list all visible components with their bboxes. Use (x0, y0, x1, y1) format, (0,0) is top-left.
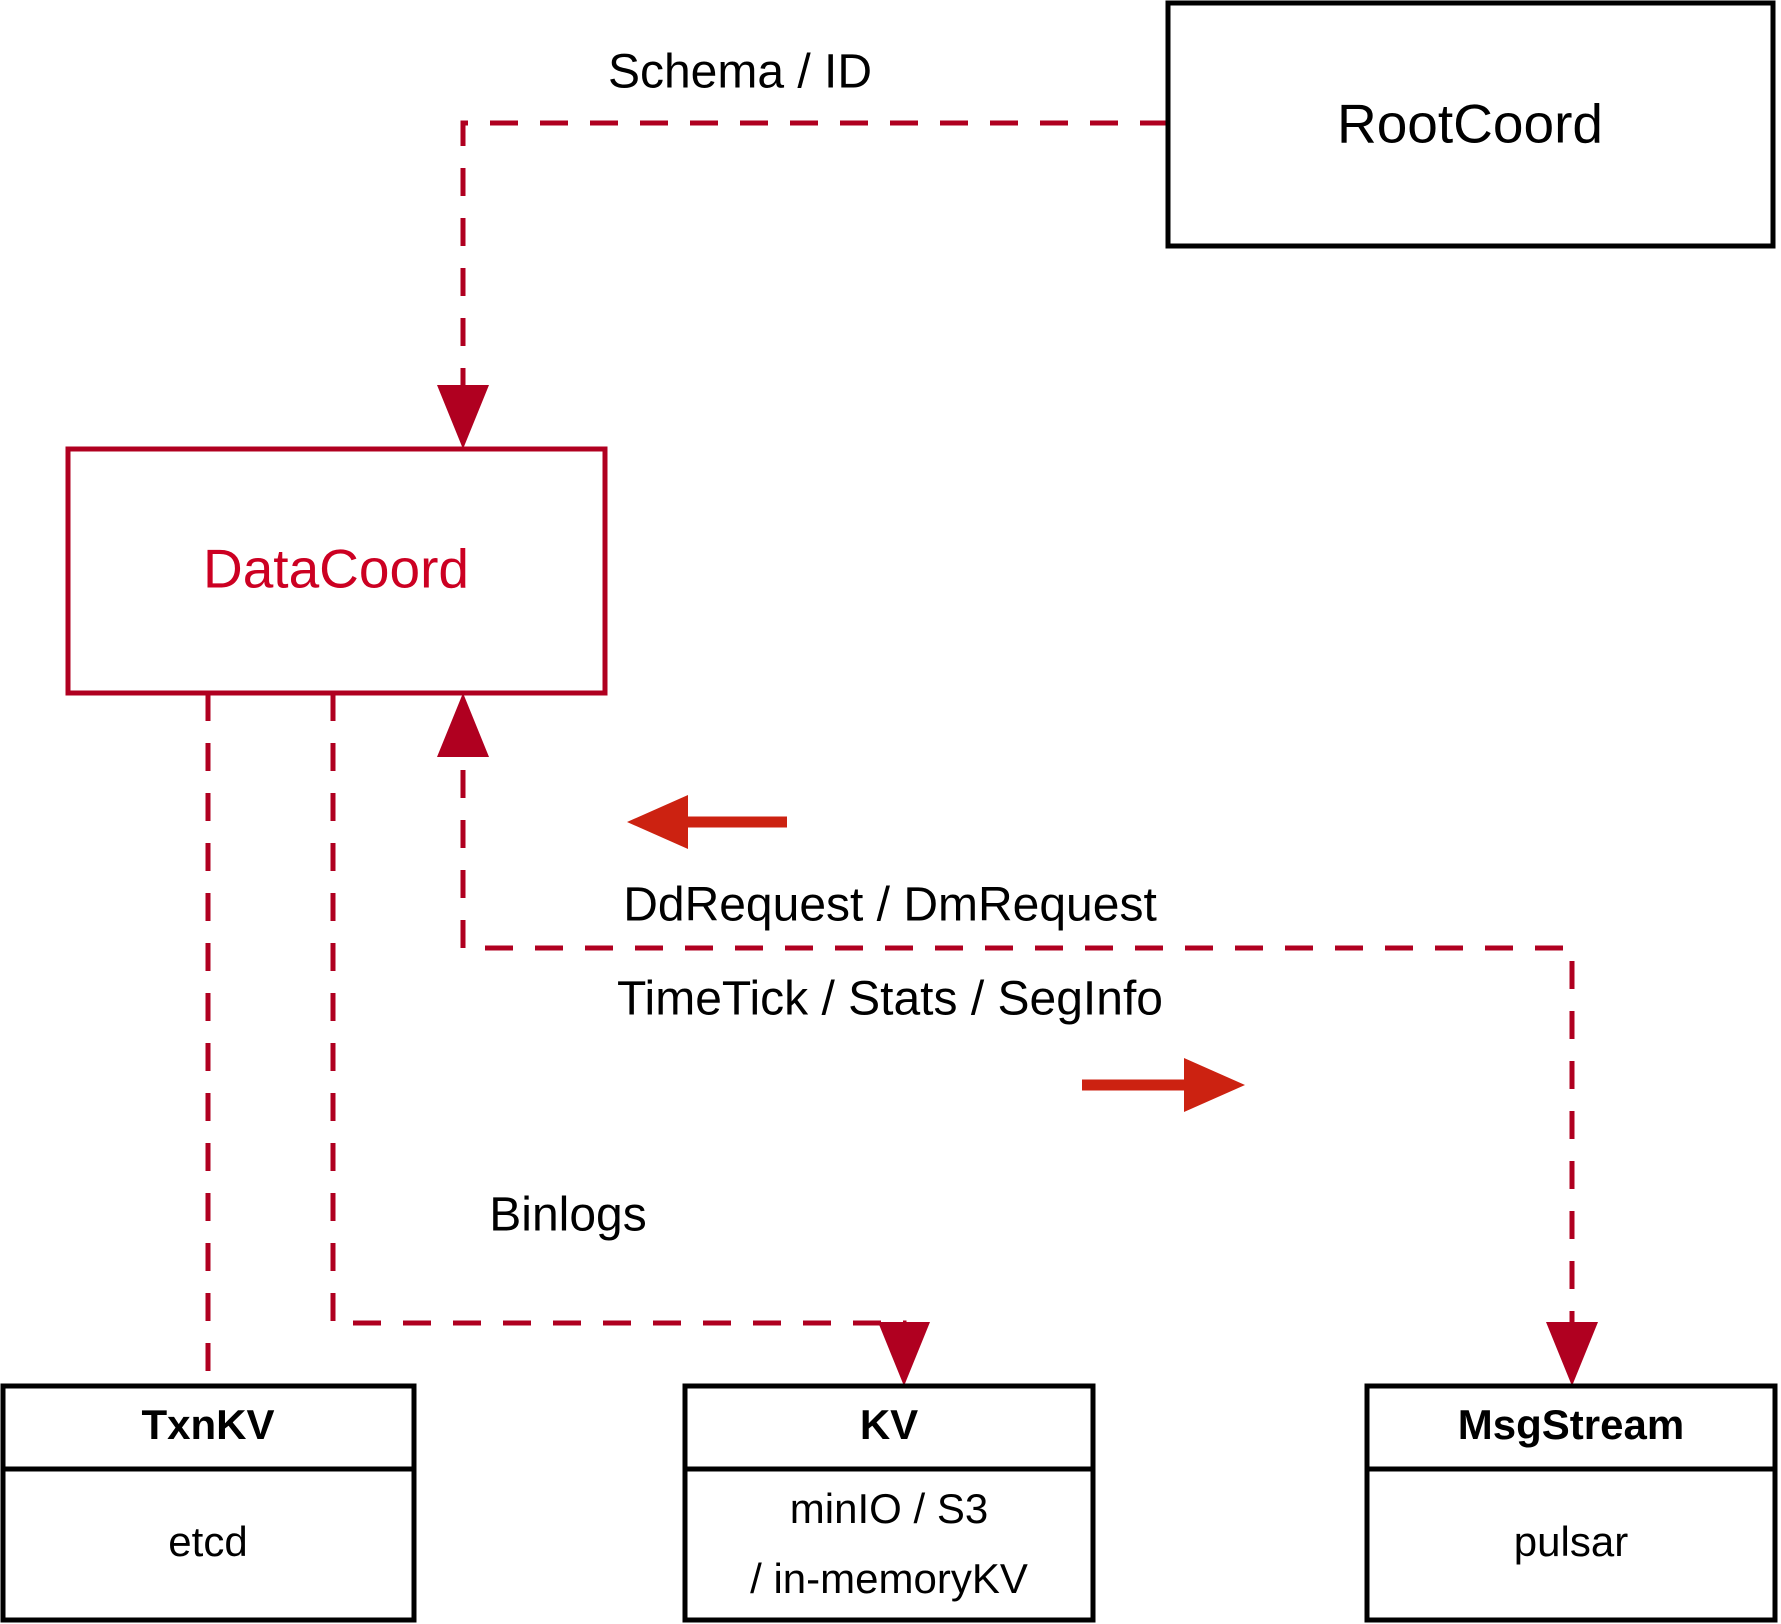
node-msgstream-body: pulsar (1514, 1518, 1628, 1565)
node-msgstream-box (1364, 1383, 1778, 1623)
node-txnkv-box (0, 1383, 417, 1623)
node-rootcoord[interactable]: RootCoord (1165, 0, 1776, 249)
edge-label-schema-id: Schema / ID (608, 46, 872, 99)
direction-arrow-left-head (627, 795, 688, 849)
node-kv-body-line2: / in-memoryKV (750, 1555, 1028, 1602)
edge-binlogs-arrowhead (878, 1322, 930, 1386)
edge-label-ddrequest-dmrequest: DdRequest / DmRequest (623, 879, 1157, 932)
node-datacoord-label: DataCoord (203, 538, 469, 600)
edge-msgstream-arrowhead (1546, 1322, 1598, 1386)
node-rootcoord-label: RootCoord (1337, 93, 1603, 155)
edge-schema-id-arrowhead (437, 385, 489, 449)
edge-label-timetick-stats-seginfo: TimeTick / Stats / SegInfo (617, 973, 1163, 1026)
edge-msgstream-line (460, 720, 1575, 1340)
node-datacoord-box (65, 446, 608, 696)
direction-arrow-right-head (1184, 1058, 1245, 1112)
node-datacoord[interactable]: DataCoord (65, 446, 608, 696)
node-txnkv-body: etcd (168, 1518, 247, 1565)
node-rootcoord-box (1165, 0, 1776, 249)
edge-label-binlogs: Binlogs (489, 1189, 646, 1242)
node-msgstream-header: MsgStream (1458, 1401, 1684, 1448)
node-kv-body-line1: minIO / S3 (790, 1485, 988, 1532)
node-txnkv-header: TxnKV (141, 1401, 274, 1448)
edge-msgstream-to-datacoord-arrowhead (437, 693, 489, 757)
node-kv-box (682, 1383, 1096, 1623)
node-kv[interactable]: KV minIO / S3 / in-memoryKV (682, 1383, 1096, 1623)
node-txnkv[interactable]: TxnKV etcd (0, 1383, 417, 1623)
node-msgstream[interactable]: MsgStream pulsar (1364, 1383, 1778, 1623)
edge-schema-id-line (460, 120, 1168, 400)
node-kv-header: KV (860, 1401, 918, 1448)
